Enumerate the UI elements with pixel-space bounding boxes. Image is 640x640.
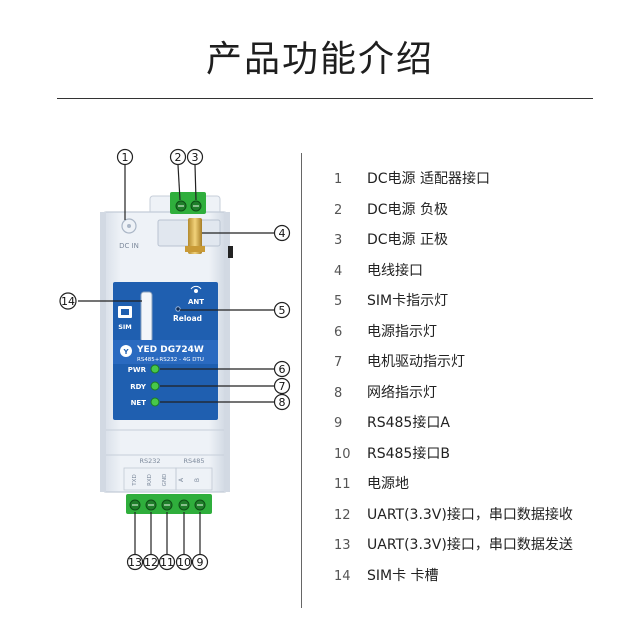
pwr-led [150,364,160,374]
svg-text:1: 1 [122,151,129,164]
a-label: A [178,477,185,482]
svg-text:12: 12 [144,556,158,569]
svg-text:6: 6 [279,363,286,376]
housing-edge-right [224,212,230,492]
svg-text:4: 4 [279,227,286,240]
rs232-label: RS232 [139,457,160,465]
page-title: 产品功能介绍 [205,39,434,80]
callout-12: 12 [142,553,160,571]
svg-text:8: 8 [279,396,286,409]
title-divider [57,98,593,99]
rdy-led [150,381,160,391]
callout-14: 14 [59,292,77,310]
rs485-label: RS485 [183,457,204,465]
callout-13: 13 [126,553,144,571]
svg-text:5: 5 [279,304,286,317]
svg-text:9: 9 [197,556,204,569]
callout-10: 10 [175,553,193,571]
svg-text:14: 14 [61,295,75,308]
svg-text:3: 3 [192,151,199,164]
callout-1: 1 [116,148,134,166]
svg-text:13: 13 [128,556,142,569]
gnd-label: GND [162,474,168,487]
svg-text:Y: Y [122,348,129,356]
callout-2: 2 [169,148,187,166]
brand-subtitle: RS485+RS232 - 4G DTU [137,357,204,363]
net-label: NET [131,399,147,407]
svg-text:10: 10 [177,556,191,569]
txd-label: TXD [132,474,138,486]
callout-6: 6 [273,360,291,378]
brand-logo-icon [120,345,132,357]
brand-name: YED DG724W [136,345,204,355]
callout-4: 4 [273,224,291,242]
dc-in-label: DC IN [119,242,139,250]
callout-8: 8 [273,393,291,411]
net-led [150,397,160,407]
rxd-label: RXD [147,474,153,486]
ant-label: ANT [188,298,204,306]
sim-card-slot [140,291,153,343]
callout-5: 5 [273,301,291,319]
svg-text:7: 7 [279,380,286,393]
sim-label: SIM [118,323,132,331]
svg-text:11: 11 [160,556,174,569]
dc-in-jack [121,218,137,234]
callout-7: 7 [273,377,291,395]
b-label: B [194,478,201,482]
callout-3: 3 [186,148,204,166]
reload-button[interactable] [175,306,181,312]
antenna-connector [188,218,202,254]
callout-11: 11 [158,553,176,571]
rdy-label: RDY [130,383,147,391]
reload-label: Reload [173,314,202,323]
pwr-label: PWR [128,366,147,374]
vertical-divider [301,153,302,608]
callout-9: 9 [191,553,209,571]
housing-edge-left [100,212,106,492]
svg-text:2: 2 [175,151,182,164]
